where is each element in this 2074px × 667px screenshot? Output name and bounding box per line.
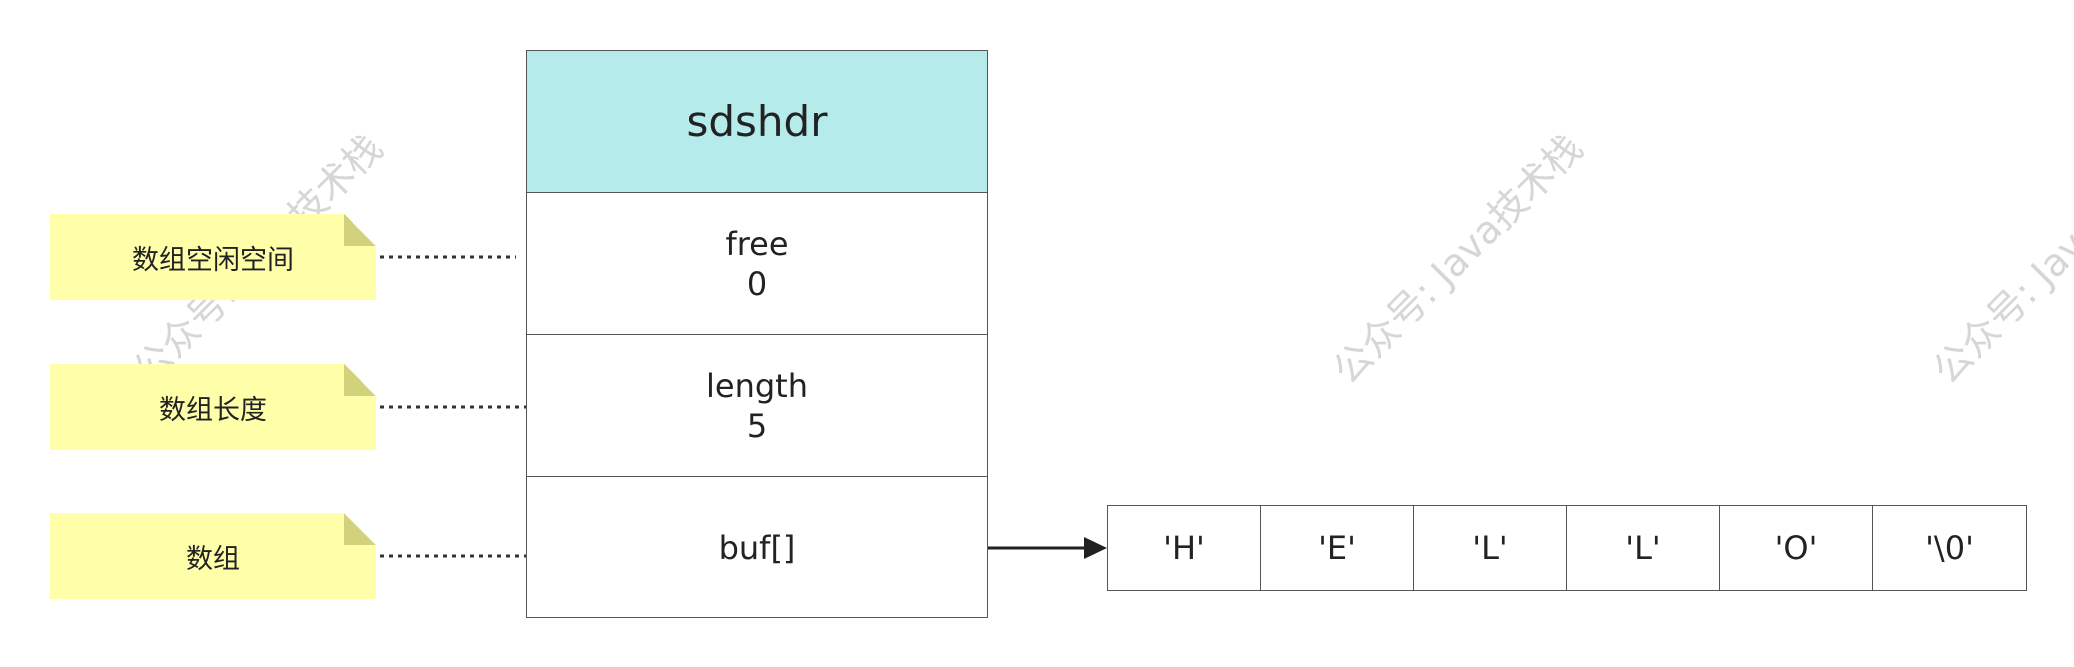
length-field-label: length bbox=[706, 366, 808, 405]
char-cell: 'L' bbox=[1414, 506, 1567, 590]
buf-arrow-head bbox=[1084, 537, 1107, 559]
note-free-space-label: 数组空闲空间 bbox=[132, 244, 294, 276]
note-array: 数组 bbox=[50, 513, 376, 599]
char-array: 'H' 'E' 'L' 'L' 'O' '\0' bbox=[1107, 505, 2027, 591]
note-free-space: 数组空闲空间 bbox=[50, 214, 376, 300]
free-field: free 0 bbox=[527, 193, 987, 335]
struct-header: sdshdr bbox=[527, 51, 987, 193]
char-cell: 'E' bbox=[1261, 506, 1414, 590]
note-length: 数组长度 bbox=[50, 364, 376, 450]
free-field-label: free bbox=[725, 224, 789, 263]
buf-field: buf[] bbox=[527, 477, 987, 619]
note-array-label: 数组 bbox=[186, 543, 240, 575]
sdshdr-struct: sdshdr free 0 length 5 buf[] bbox=[526, 50, 988, 618]
char-cell: 'L' bbox=[1567, 506, 1720, 590]
note-length-label: 数组长度 bbox=[159, 394, 267, 426]
char-cell: 'H' bbox=[1108, 506, 1261, 590]
char-cell: 'O' bbox=[1720, 506, 1873, 590]
length-field-value: 5 bbox=[746, 406, 768, 445]
buf-field-label: buf[] bbox=[718, 529, 796, 567]
length-field: length 5 bbox=[527, 335, 987, 477]
struct-header-label: sdshdr bbox=[686, 96, 828, 146]
char-cell: '\0' bbox=[1925, 529, 1974, 567]
free-field-value: 0 bbox=[746, 264, 768, 303]
